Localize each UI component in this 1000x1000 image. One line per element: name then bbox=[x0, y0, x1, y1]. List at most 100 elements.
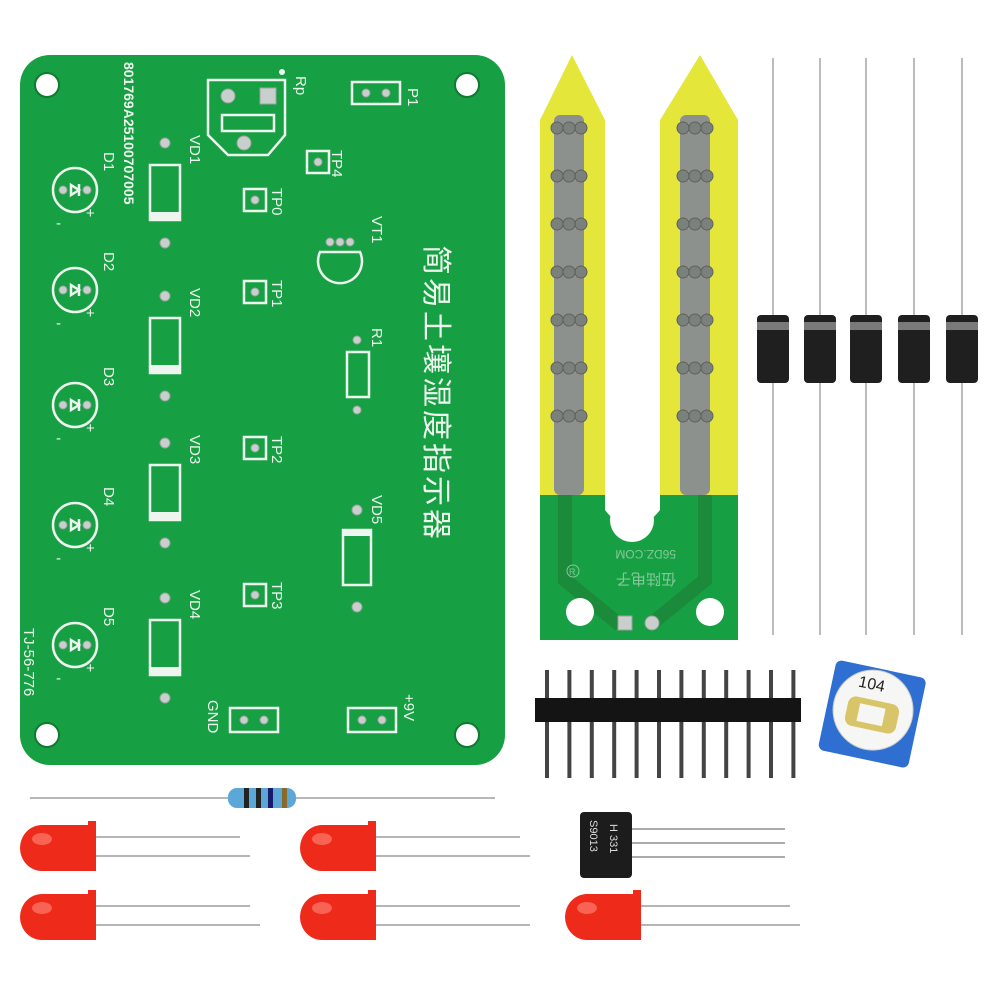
tp0-label: TP0 bbox=[268, 188, 285, 216]
probe-pad bbox=[550, 169, 564, 183]
probe-pad bbox=[574, 265, 588, 279]
diode-label: VD3 bbox=[186, 435, 203, 464]
probe-pad bbox=[676, 169, 690, 183]
probe-pad bbox=[688, 169, 702, 183]
led-footprint bbox=[51, 621, 99, 669]
minus-mark: - bbox=[56, 550, 61, 567]
diode-label: VD1 bbox=[186, 135, 203, 164]
minus-mark: - bbox=[56, 315, 61, 332]
probe-pad bbox=[700, 361, 714, 375]
probe-pad bbox=[700, 313, 714, 327]
board-model: TJ-56-776 bbox=[20, 628, 37, 696]
test-point-outline bbox=[242, 279, 268, 305]
probe-pad bbox=[676, 217, 690, 231]
diode-label: VD4 bbox=[186, 590, 203, 619]
probe-site: 56DZ.COM bbox=[615, 547, 676, 561]
diode-body bbox=[946, 315, 978, 383]
probe-pad bbox=[574, 169, 588, 183]
probe-pad bbox=[562, 169, 576, 183]
soil-probe: 伍陆电子 56DZ.COM R bbox=[540, 55, 738, 640]
gnd-label: GND bbox=[204, 700, 221, 734]
board-serial: 801769A25100707005 bbox=[121, 62, 137, 205]
probe-pad bbox=[562, 217, 576, 231]
board-title: 简易土壤湿度指示器 bbox=[419, 245, 452, 542]
probe-pad bbox=[700, 217, 714, 231]
test-point-outline bbox=[242, 435, 268, 461]
probe-pad bbox=[574, 361, 588, 375]
red-led-body bbox=[300, 890, 376, 940]
led-footprint bbox=[51, 501, 99, 549]
rp-footprint bbox=[206, 69, 287, 157]
probe-pad bbox=[574, 409, 588, 423]
test-point-outline bbox=[242, 582, 268, 608]
pcb-board: 801769A25100707005 TJ-56-776 Rp P1 TP4 T… bbox=[20, 55, 505, 765]
plus-mark: + bbox=[86, 660, 95, 677]
probe-pad bbox=[562, 121, 576, 135]
probe-pad bbox=[562, 265, 576, 279]
v9-label: +9V bbox=[400, 694, 417, 721]
test-point-outline bbox=[305, 149, 331, 175]
probe-pad bbox=[562, 361, 576, 375]
transistor-s9013: S9013 H 331 bbox=[580, 812, 785, 878]
diode-body bbox=[850, 315, 882, 383]
tp1-label: TP1 bbox=[268, 280, 285, 308]
test-point-outline bbox=[242, 187, 268, 213]
probe-pad bbox=[700, 265, 714, 279]
red-led-body bbox=[20, 821, 96, 871]
vd5-label: VD5 bbox=[368, 495, 385, 524]
red-leds bbox=[20, 821, 800, 940]
led-label: D5 bbox=[100, 607, 117, 626]
probe-brand: 伍陆电子 bbox=[616, 570, 676, 587]
diode-body bbox=[898, 315, 930, 383]
red-led-body bbox=[300, 821, 376, 871]
led-symbol-icon bbox=[69, 282, 82, 298]
probe-pad bbox=[688, 361, 702, 375]
led-symbol-icon bbox=[69, 637, 82, 653]
pot-code: 104 bbox=[857, 674, 887, 696]
probe-pad bbox=[550, 409, 564, 423]
probe-pad bbox=[688, 121, 702, 135]
mounting-hole bbox=[454, 722, 480, 748]
probe-pad bbox=[550, 121, 564, 135]
probe-pad bbox=[676, 409, 690, 423]
led-label: D4 bbox=[100, 487, 117, 506]
mounting-hole bbox=[34, 722, 60, 748]
led-symbol-icon bbox=[69, 397, 82, 413]
test-point-pad bbox=[250, 287, 260, 297]
probe-pad bbox=[688, 313, 702, 327]
probe-pad bbox=[574, 217, 588, 231]
probe-pad bbox=[688, 217, 702, 231]
rectifier-diodes bbox=[757, 58, 978, 635]
minus-mark: - bbox=[56, 215, 61, 232]
vt1-outline bbox=[316, 250, 364, 285]
probe-pad bbox=[574, 313, 588, 327]
tp2-label: TP2 bbox=[268, 436, 285, 464]
probe-pad bbox=[562, 409, 576, 423]
trim-potentiometer: 104 bbox=[818, 660, 926, 768]
mounting-hole bbox=[454, 72, 480, 98]
probe-pad bbox=[676, 121, 690, 135]
tp4-label: TP4 bbox=[328, 150, 345, 178]
board-substrate bbox=[20, 55, 505, 765]
probe-pad bbox=[688, 409, 702, 423]
pin-header bbox=[535, 670, 801, 778]
probe-cert-mark: R bbox=[569, 567, 576, 577]
probe-pad bbox=[700, 169, 714, 183]
p1-label: P1 bbox=[404, 88, 421, 106]
rp-label: Rp bbox=[292, 76, 309, 95]
diode-body bbox=[804, 315, 836, 383]
plus-mark: + bbox=[86, 305, 95, 322]
diode-band bbox=[946, 322, 978, 330]
diode-band bbox=[850, 322, 882, 330]
test-point-pad bbox=[250, 443, 260, 453]
led-footprint bbox=[51, 266, 99, 314]
test-point-pad bbox=[313, 157, 323, 167]
minus-mark: - bbox=[56, 670, 61, 687]
probe-pad bbox=[550, 313, 564, 327]
test-point-pad bbox=[250, 590, 260, 600]
diode-body bbox=[757, 315, 789, 383]
probe-pad bbox=[550, 217, 564, 231]
led-footprint bbox=[51, 166, 99, 214]
r1-outline bbox=[345, 350, 371, 399]
